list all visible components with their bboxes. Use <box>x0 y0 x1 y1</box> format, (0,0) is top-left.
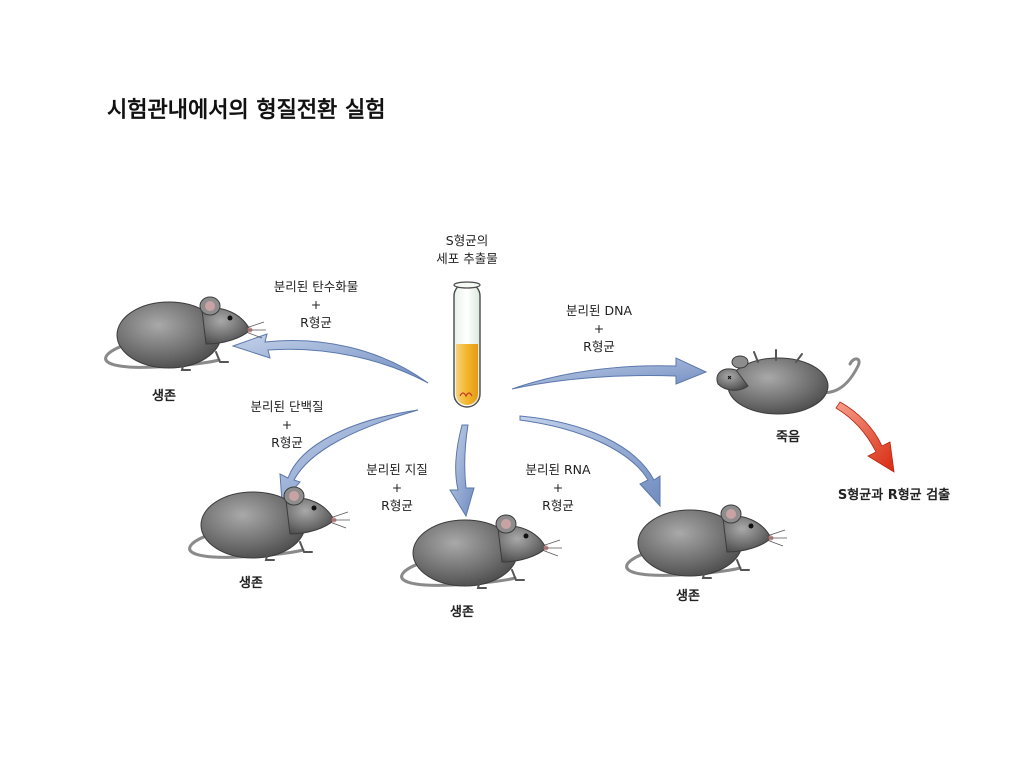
mouse-dna-dead <box>716 349 861 415</box>
label-carbohydrate: 분리된 탄수화물 + R형균 <box>273 279 359 330</box>
label-lipid: 분리된 지질 + R형균 <box>366 462 428 513</box>
result-protein: 생존 <box>239 576 263 591</box>
page-title: 시험관내에서의 형질전환 실험 <box>107 98 386 123</box>
mouse-lipid <box>400 513 564 590</box>
test-tube <box>453 281 481 408</box>
mouse-carbohydrate <box>104 295 268 372</box>
result-lipid: 생존 <box>450 605 474 620</box>
label-dna: 분리된 DNA + R형균 <box>565 303 633 354</box>
source-label: S형균의 세포 추출물 <box>436 233 498 266</box>
label-protein: 분리된 단백질 + R형균 <box>250 399 324 450</box>
mouse-rna <box>625 503 789 580</box>
arrow-detection <box>835 401 895 473</box>
arrow-carbohydrate <box>231 333 429 384</box>
detection-label: S형균과 R형균 검출 <box>837 488 951 503</box>
result-dna: 죽음 <box>776 430 800 445</box>
arrow-lipid <box>449 424 475 518</box>
label-rna: 분리된 RNA + R형균 <box>525 462 591 513</box>
arrow-rna <box>519 415 661 508</box>
result-rna: 생존 <box>676 589 700 604</box>
result-carbohydrate: 생존 <box>152 389 176 404</box>
mouse-protein <box>188 485 352 562</box>
arrow-dna <box>511 357 708 390</box>
